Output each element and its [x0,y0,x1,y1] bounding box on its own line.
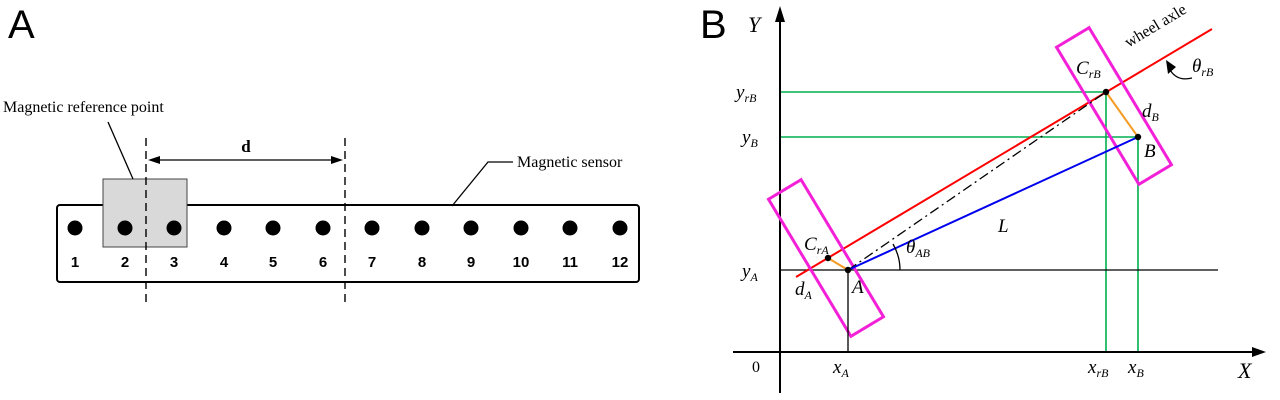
sensor-dot [612,220,628,236]
theta-rB-arrowhead-icon [1166,60,1176,74]
point-CrB [1102,88,1110,96]
sensor-dot [513,220,529,236]
y-rB-label: yrB [734,82,757,105]
distance-label: d [241,137,251,156]
d-B-segment [1105,91,1139,138]
sensor-dots: 1 2 3 4 5 6 7 8 9 10 11 12 [67,220,629,271]
wheel-axle-label: wheel axle [1122,1,1190,51]
sensor-pointer-line [451,161,513,207]
A-label: A [850,277,864,298]
sensor-dot [414,220,430,236]
sensor-number: 11 [562,254,578,271]
sensor-number: 3 [170,254,178,271]
sensor-dot [265,220,281,236]
CrB-label: CrB [1076,58,1101,81]
sensor-number: 6 [319,254,327,271]
sensor-strip [56,204,640,283]
theta-AB-arc [892,243,901,271]
reference-pointer-line [107,121,134,180]
x-rB-label: xrB [1087,357,1109,380]
sensor-number: 10 [513,254,530,271]
point-B [1134,133,1142,141]
sensor-dot [364,220,380,236]
theta-AB-label: θAB [906,237,931,260]
sensor-number: 4 [220,254,229,271]
sensor-number: 2 [121,254,129,271]
sensor-number: 9 [467,254,475,271]
magnetic-reference-box [102,178,188,248]
sensor-number: 5 [269,254,277,271]
panel-a: A d Magnetic reference point Magnetic se… [3,3,640,304]
sensor-dot [315,220,331,236]
y-axis-arrowhead-icon [775,6,785,22]
panel-b-letter: B [700,3,727,47]
panel-b: B [700,1,1266,393]
theta-rB-label: θrB [1192,56,1214,79]
wheel-rect-B [1054,25,1174,187]
x-A-label: xA [832,357,849,380]
d-A-label: dA [795,279,813,302]
sensor-dot [67,220,83,236]
dashed-A-CrB-line [847,91,1107,271]
wheel-axle-line [795,28,1213,278]
sensor-dot [463,220,479,236]
CrA-label: CrA [804,234,829,257]
sensor-number: 12 [612,254,629,271]
L-label: L [997,216,1009,237]
origin-label: 0 [752,359,760,376]
sensor-dot [562,220,578,236]
wheel-rect-A [766,177,886,339]
y-A-label: yA [740,261,758,284]
panel-a-letter: A [8,3,35,47]
point-CrA [824,254,832,262]
magnetic-sensor-label: Magnetic sensor [517,154,623,171]
arrowhead-left-icon [148,156,160,164]
sensor-dot [166,220,182,236]
sensor-dot [216,220,232,236]
magnetic-reference-label: Magnetic reference point [3,99,164,116]
sensor-number: 8 [418,254,426,271]
y-B-label: yB [740,127,758,150]
B-label: B [1144,141,1156,162]
x-axis-arrowhead-icon [1252,347,1266,357]
arrowhead-right-icon [331,156,343,164]
L-line [847,136,1139,271]
point-A [844,266,852,274]
d-A-segment [827,257,849,271]
sensor-number: 1 [71,254,79,271]
sensor-dot [117,220,133,236]
x-B-label: xB [1127,357,1144,380]
sensor-number: 7 [368,254,376,271]
d-B-label: dB [1142,101,1160,124]
y-axis-label: Y [748,12,763,37]
x-axis-label: X [1237,358,1253,383]
